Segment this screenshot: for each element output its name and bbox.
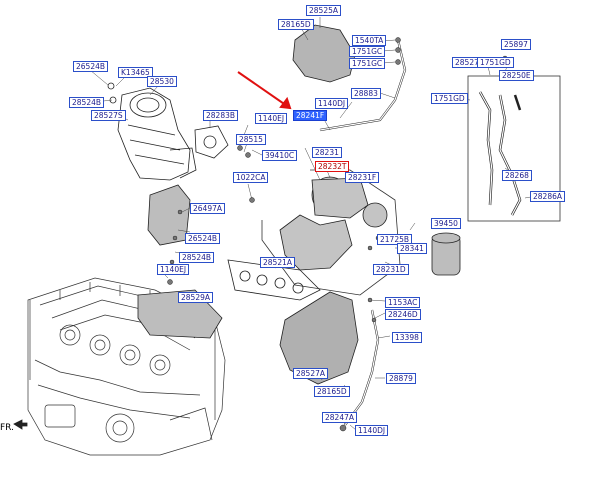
front-direction-label: FR.: [0, 423, 14, 433]
part-label-28341[interactable]: 28341: [397, 243, 427, 254]
part-label-13398[interactable]: 13398: [392, 332, 422, 343]
turbocharger-drawing: [279, 176, 388, 271]
part-label-28286A[interactable]: 28286A: [530, 191, 565, 202]
red-callout-arrow: [237, 71, 292, 110]
actuator-drawing: [431, 232, 461, 276]
part-label-1540TA[interactable]: 1540TA: [352, 35, 387, 46]
turbo-heat-shield-drawing: [279, 291, 359, 385]
engine-block-drawing: [27, 277, 226, 456]
part-label-28165D-2[interactable]: 28165D: [314, 386, 350, 397]
part-label-28247A[interactable]: 28247A: [322, 412, 357, 423]
part-label-28521A[interactable]: 28521A: [260, 257, 295, 268]
front-direction-arrow: [13, 419, 28, 430]
part-label-28231[interactable]: 28231: [312, 147, 342, 158]
part-label-28525A[interactable]: 28525A: [306, 5, 341, 16]
part-label-28524B-2[interactable]: 28524B: [179, 252, 215, 263]
part-label-28232T[interactable]: 28232T: [315, 161, 350, 172]
part-label-1140DJ[interactable]: 1140DJ: [315, 98, 349, 109]
part-label-1140DJ-2[interactable]: 1140DJ: [355, 425, 389, 436]
part-label-K13465[interactable]: K13465: [118, 67, 153, 78]
part-label-28879[interactable]: 28879: [386, 373, 416, 384]
part-label-28527A[interactable]: 28527A: [293, 368, 328, 379]
part-label-26497A[interactable]: 26497A: [190, 203, 225, 214]
part-label-28241F[interactable]: 28241F: [293, 110, 328, 121]
part-label-28165D[interactable]: 28165D: [278, 19, 314, 30]
coolant-hose-drawing: [478, 91, 522, 216]
heat-shield-26497A-drawing: [147, 184, 191, 246]
part-label-28283B[interactable]: 28283B: [203, 110, 239, 121]
part-label-39410C[interactable]: 39410C: [262, 150, 298, 161]
part-label-28515[interactable]: 28515: [236, 134, 266, 145]
part-label-39450[interactable]: 39450: [431, 218, 461, 229]
part-label-28527S[interactable]: 28527S: [91, 110, 126, 121]
part-label-1751GC[interactable]: 1751GC: [349, 46, 386, 57]
part-label-25897[interactable]: 25897: [501, 39, 531, 50]
part-label-1751GD[interactable]: 1751GD: [477, 57, 514, 68]
part-label-28231F[interactable]: 28231F: [345, 172, 380, 183]
gasket-28283B-drawing: [194, 125, 229, 159]
part-label-1153AC[interactable]: 1153AC: [385, 297, 421, 308]
part-label-26524B-2[interactable]: 26524B: [185, 233, 221, 244]
part-label-28530[interactable]: 28530: [147, 76, 177, 87]
part-label-28529A[interactable]: 28529A: [178, 292, 213, 303]
part-label-21725B[interactable]: 21725B: [377, 234, 413, 245]
part-label-1751GC-2[interactable]: 1751GC: [349, 58, 386, 69]
manifold-gasket-drawing: [227, 259, 321, 301]
part-label-26524B[interactable]: 26524B: [73, 61, 109, 72]
part-label-28883[interactable]: 28883: [351, 88, 381, 99]
part-label-1140EJ-2[interactable]: 1140EJ: [157, 264, 190, 275]
part-label-28268[interactable]: 28268: [502, 170, 532, 181]
part-label-1140EJ[interactable]: 1140EJ: [255, 113, 288, 124]
part-label-28524B[interactable]: 28524B: [69, 97, 105, 108]
part-label-28250E[interactable]: 28250E: [499, 70, 534, 81]
part-label-28246D[interactable]: 28246D: [385, 309, 421, 320]
catalytic-converter-drawing: [107, 82, 197, 181]
part-label-1022CA[interactable]: 1022CA: [233, 172, 269, 183]
part-label-1751GD-2[interactable]: 1751GD: [431, 93, 468, 104]
part-label-28231D[interactable]: 28231D: [373, 264, 409, 275]
upper-heat-shield-drawing: [292, 24, 356, 83]
